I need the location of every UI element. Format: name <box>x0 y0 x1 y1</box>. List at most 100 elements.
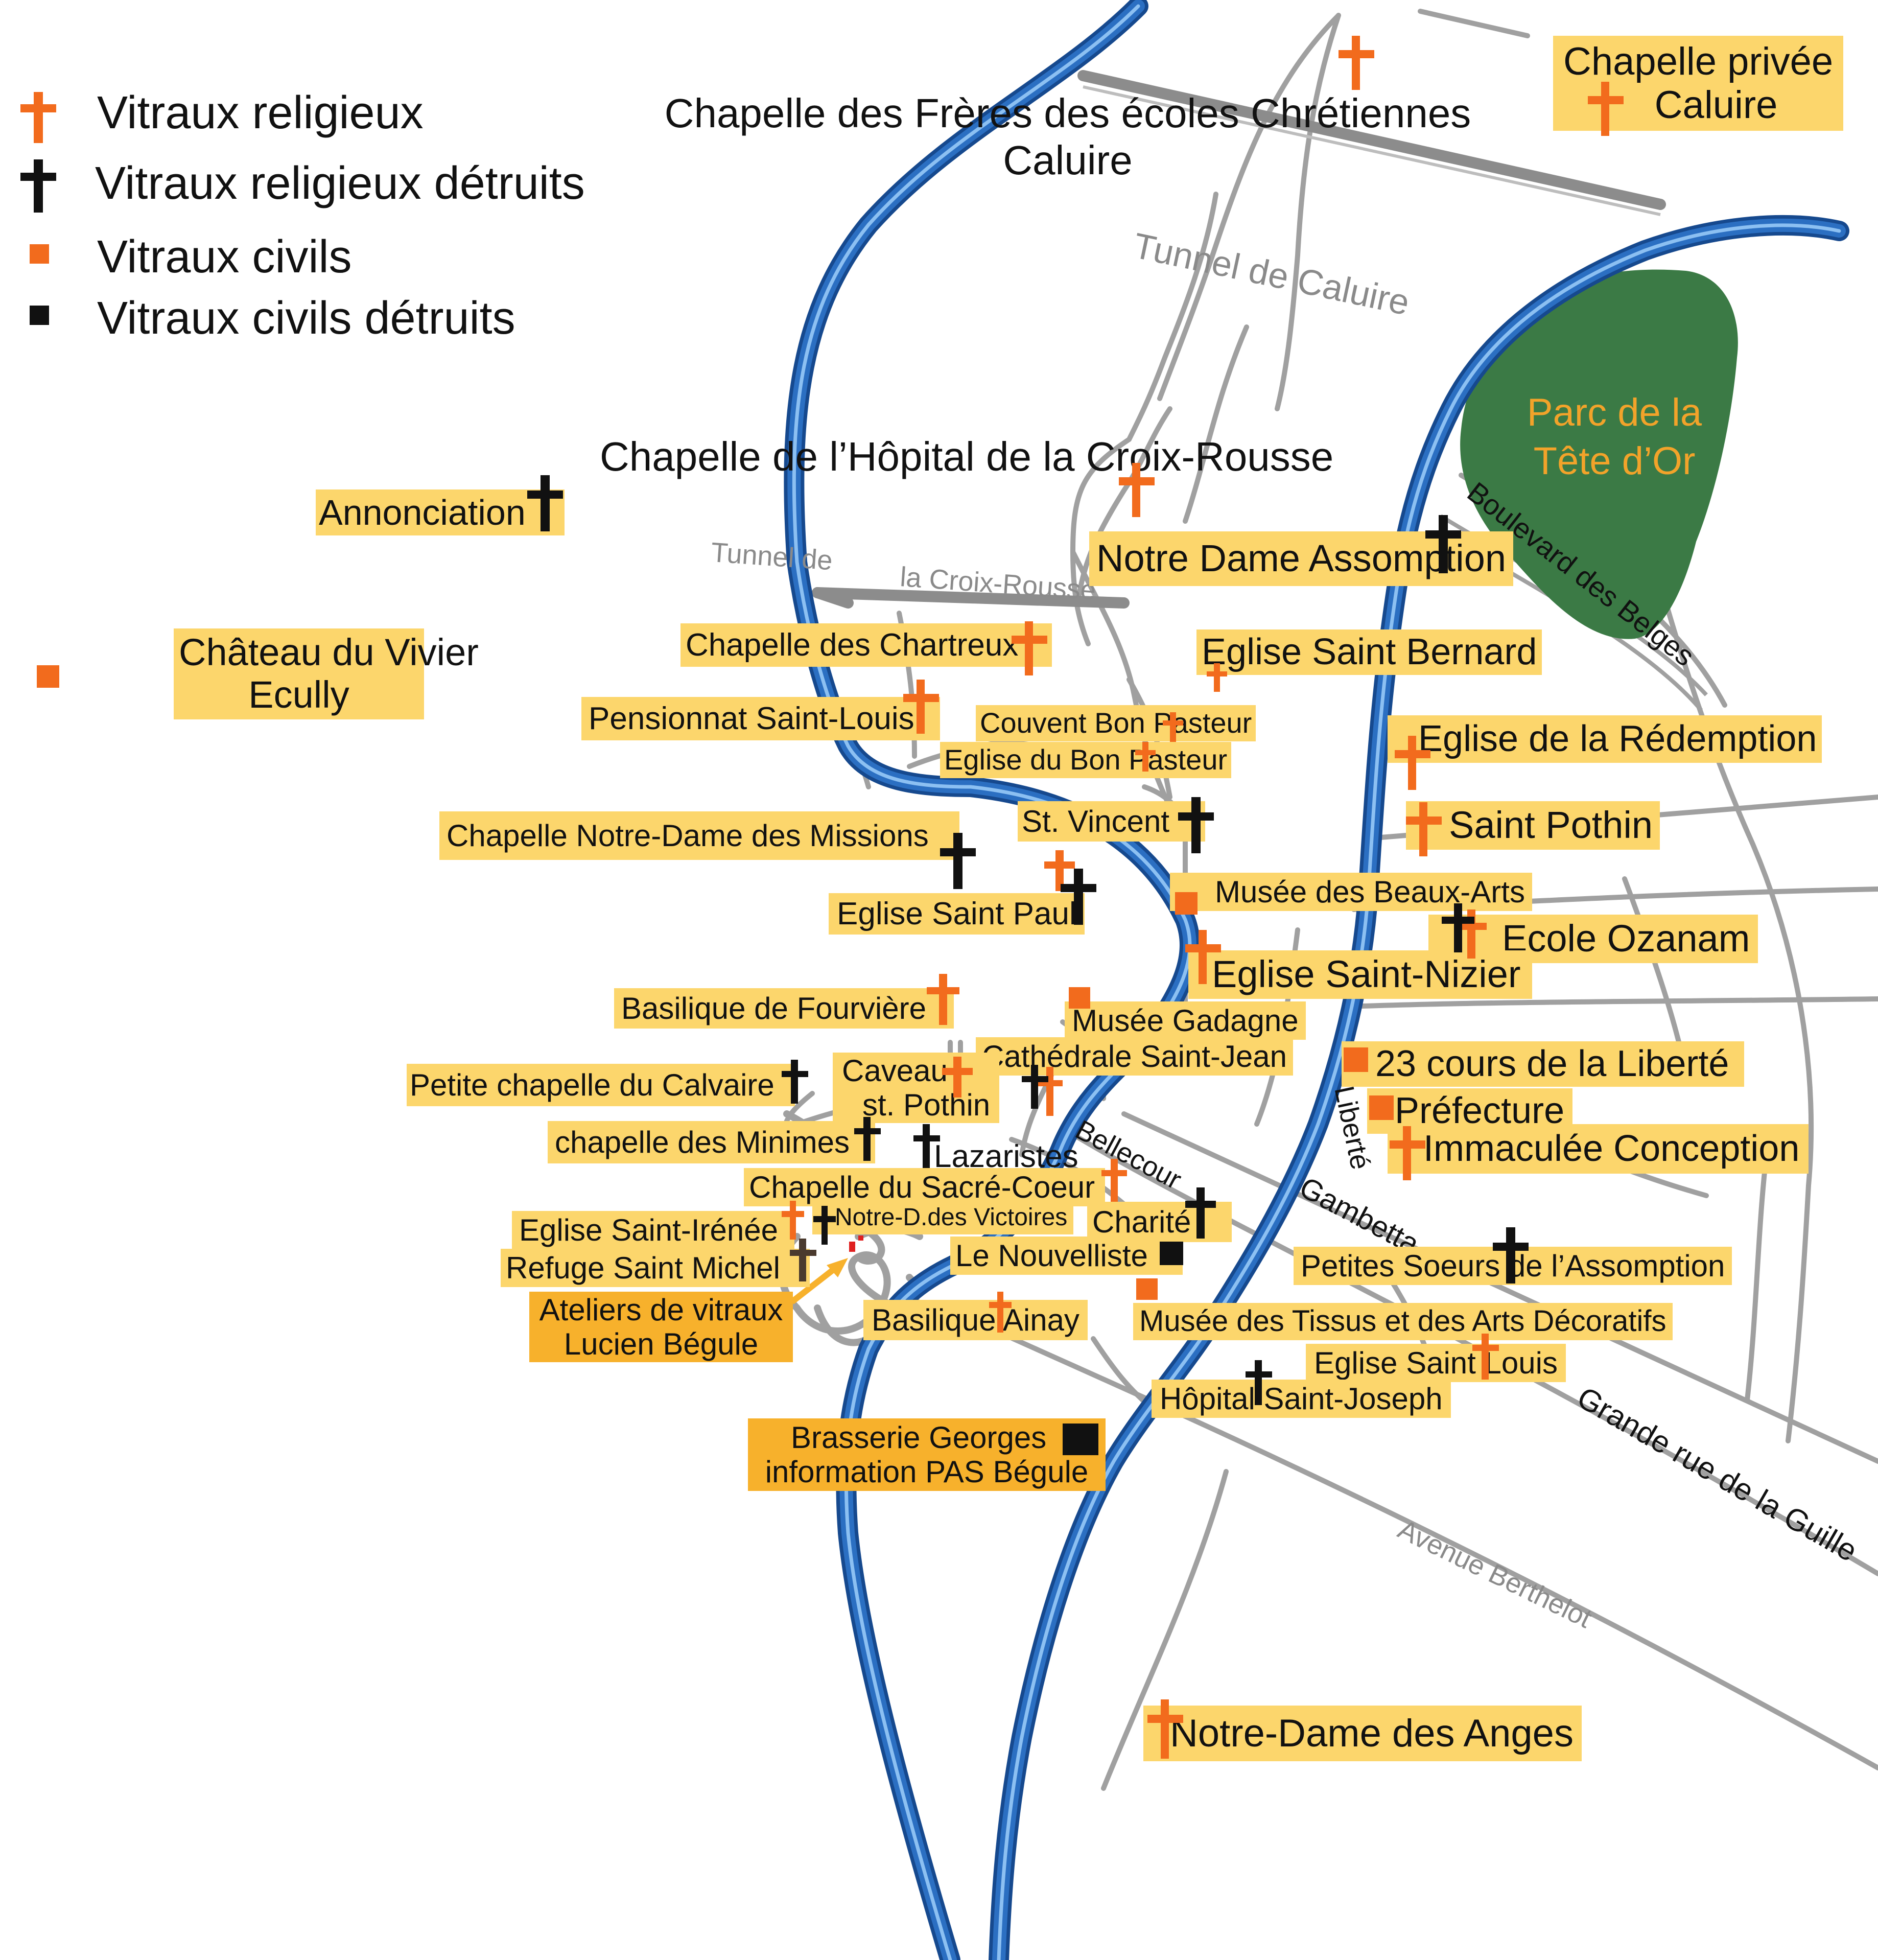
label-eglise-bon-pasteur: Eglise du Bon Pasteur <box>940 742 1232 778</box>
black-cross-icon <box>940 833 976 889</box>
label-basilique-ainay: Basilique Ainay <box>863 1300 1088 1341</box>
orange-square-icon <box>1136 1278 1158 1300</box>
label-chateau-vivier-line1: Château du Vivier <box>179 631 479 673</box>
label-chateau-vivier-line2: Ecully <box>248 673 349 716</box>
orange-cross-icon <box>1472 1334 1499 1380</box>
legend-label-religieux: Vitraux religieux <box>97 87 424 138</box>
label-caveau-line2: st. Pothin <box>862 1088 991 1123</box>
label-hopital-saint-joseph: Hôpital Saint-Joseph <box>1152 1380 1451 1418</box>
label-ateliers-line1: Ateliers de vitraux <box>539 1293 783 1327</box>
orange-cross-icon <box>1207 663 1227 692</box>
label-charite: Charité <box>1087 1202 1232 1243</box>
black-cross-icon <box>1493 1227 1529 1284</box>
orange-cross-icon <box>1406 802 1442 856</box>
tunnel-edges <box>1083 85 1661 216</box>
parc-tete-dor-label: Parc de la Tête d’Or <box>1502 388 1727 485</box>
orange-cross-icon <box>1012 621 1047 675</box>
orange-cross-icon <box>1101 1159 1127 1202</box>
label-le-nouvelliste: Le Nouvelliste <box>950 1236 1183 1275</box>
orange-cross-icon <box>1185 930 1221 984</box>
black-cross-icon <box>20 159 56 213</box>
label-nd-victoires: Notre-D.des Victoires <box>812 1201 1074 1234</box>
title-chapelle-freres-line2: Caluire <box>1003 137 1133 183</box>
orange-square-icon <box>37 665 59 688</box>
label-eglise-saint-paul: Eglise Saint Paul <box>829 893 1085 935</box>
label-pensionnat-saint-louis: Pensionnat Saint-Louis <box>581 697 940 741</box>
label-caveau-line1: Caveau <box>842 1054 948 1088</box>
label-notre-dame-anges: Notre-Dame des Anges <box>1143 1706 1582 1762</box>
label-basilique-fourviere: Basilique de Fourvière <box>614 988 954 1029</box>
orange-cross-icon <box>1163 712 1183 742</box>
label-chapelle-nd-missions: Chapelle Notre-Dame des Missions <box>439 811 959 860</box>
black-cross-icon <box>1442 903 1474 952</box>
black-cross-icon <box>854 1117 881 1161</box>
black-cross-icon <box>913 1124 940 1168</box>
label-annonciation: Annonciation <box>316 489 565 536</box>
label-cathedrale-saint-jean: Cathédrale Saint-Jean <box>976 1037 1294 1076</box>
ateliers-pointer-arrow <box>790 1235 863 1304</box>
black-cross-icon <box>1022 1065 1048 1109</box>
label-chateau-vivier: Château du Vivier Ecully <box>174 628 479 719</box>
label-couvent-bon-pasteur: Couvent Bon Pasteur <box>976 705 1256 741</box>
orange-cross-icon <box>1044 850 1075 891</box>
label-musee-gadagne: Musée Gadagne <box>1065 1001 1306 1040</box>
label-chapelle-sacre-coeur: Chapelle du Sacré-Coeur <box>744 1168 1106 1207</box>
label-ecole-ozanam: Ecole Ozanam <box>1428 915 1758 963</box>
parc-label-line1: Parc de la <box>1527 391 1702 434</box>
orange-square-icon <box>1344 1047 1368 1072</box>
river-saone <box>794 6 1190 1960</box>
label-saint-pothin: Saint Pothin <box>1406 801 1660 850</box>
label-brasserie-georges: Brasserie Georges information PAS Bégule <box>748 1418 1106 1491</box>
title-chapelle-freres-line1: Chapelle des Frères des écoles Chrétienn… <box>664 90 1471 136</box>
label-caveau-st-pothin: Caveau st. Pothin <box>833 1053 1000 1124</box>
label-eglise-saint-irenee: Eglise Saint-Irénée <box>512 1211 794 1250</box>
legend-label-civils: Vitraux civils <box>97 231 352 283</box>
orange-cross-icon <box>1339 36 1374 90</box>
black-square-icon <box>1160 1242 1183 1265</box>
label-refuge-saint-michel: Refuge Saint Michel <box>501 1249 810 1288</box>
label-chapelle-privee-line1: Chapelle privée <box>1563 40 1834 83</box>
orange-cross-icon <box>1119 463 1155 517</box>
orange-square-icon <box>1369 1095 1394 1120</box>
orange-cross-icon <box>989 1292 1012 1333</box>
label-eglise-saint-bernard: Eglise Saint Bernard <box>1196 629 1542 675</box>
black-square-icon <box>1063 1424 1098 1455</box>
orange-cross-icon <box>1135 742 1156 772</box>
label-eglise-redemption: Eglise de la Rédemption <box>1388 715 1822 763</box>
title-hopital-croix-rousse: Chapelle de l’Hôpital de la Croix-Rousse <box>600 434 1334 479</box>
label-immaculee-conception: Immaculée Conception <box>1388 1124 1809 1174</box>
black-cross-icon <box>1246 1360 1272 1405</box>
black-cross-icon <box>1061 869 1096 925</box>
label-eglise-saint-nizier: Eglise Saint-Nizier <box>1188 950 1532 999</box>
title-chapelle-freres: Chapelle des Frères des écoles Chrétienn… <box>633 90 1502 184</box>
orange-square-icon <box>30 244 49 264</box>
orange-cross-icon <box>942 1057 973 1098</box>
label-ateliers-begule: Ateliers de vitraux Lucien Bégule <box>529 1292 793 1363</box>
label-musee-beaux-arts: Musée des Beaux-Arts <box>1170 873 1532 912</box>
parc-label-line2: Tête d’Or <box>1533 439 1696 483</box>
label-chapelle-chartreux: Chapelle des Chartreux <box>680 623 1052 667</box>
orange-cross-icon <box>903 680 939 734</box>
label-ateliers-line2: Lucien Bégule <box>564 1327 759 1362</box>
label-chapelle-privee-line2: Caluire <box>1654 83 1778 127</box>
orange-cross-icon <box>782 1201 804 1240</box>
black-cross-icon <box>1178 797 1214 853</box>
orange-cross-icon <box>1390 1126 1425 1180</box>
tunnels <box>812 70 1666 609</box>
label-cours-liberte: 23 cours de la Liberté <box>1342 1041 1745 1087</box>
label-brasserie-line2: information PAS Bégule <box>765 1455 1089 1489</box>
label-petite-chapelle-calvaire: Petite chapelle du Calvaire <box>407 1064 795 1107</box>
orange-cross-icon <box>1147 1699 1183 1759</box>
orange-cross-icon <box>927 974 959 1025</box>
orange-square-icon <box>1069 987 1090 1009</box>
orange-cross-icon <box>1588 82 1624 136</box>
label-chapelle-minimes: chapelle des Minimes <box>548 1121 875 1164</box>
label-st-vincent: St. Vincent <box>1018 801 1206 842</box>
black-cross-icon <box>813 1206 836 1245</box>
orange-cross-icon <box>20 92 56 143</box>
black-cross-icon <box>527 475 563 531</box>
dark-cross-icon <box>790 1239 816 1281</box>
legend-label-religieux-detruits: Vitraux religieux détruits <box>95 158 585 209</box>
legend-label-civils-detruits: Vitraux civils détruits <box>97 293 515 344</box>
